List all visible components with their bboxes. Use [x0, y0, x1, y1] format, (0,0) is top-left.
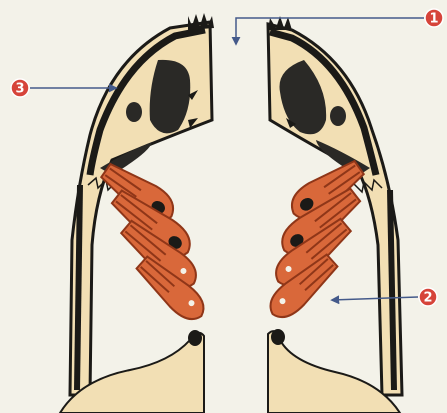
left-base-knob: [188, 330, 202, 346]
left-shaft-line: [77, 185, 80, 390]
marker-2-label: 2: [423, 291, 432, 306]
marker-1: 1: [425, 9, 443, 27]
marker-3: 3: [11, 79, 29, 97]
marker-3-label: 3: [15, 82, 24, 97]
right-base-knob: [271, 329, 285, 345]
right-cavity-small: [330, 106, 346, 126]
left-cavity-small: [126, 102, 142, 122]
marker-2: 2: [419, 288, 437, 306]
right-shaft-line: [390, 190, 394, 390]
marker-1-label: 1: [429, 12, 438, 27]
